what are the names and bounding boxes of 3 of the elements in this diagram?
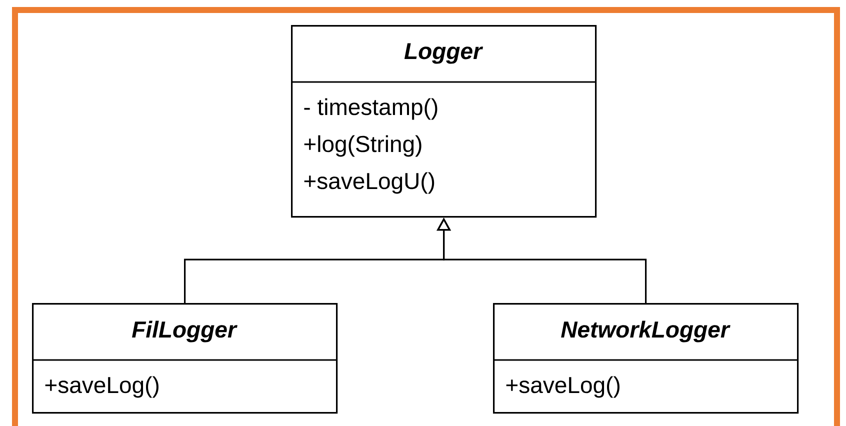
class-box: NetworkLogger +saveLog() <box>493 303 799 414</box>
class-box: Logger - timestamp() +log(String) +saveLogU() <box>291 25 597 218</box>
class-box: FilLogger +saveLog() <box>32 303 338 414</box>
